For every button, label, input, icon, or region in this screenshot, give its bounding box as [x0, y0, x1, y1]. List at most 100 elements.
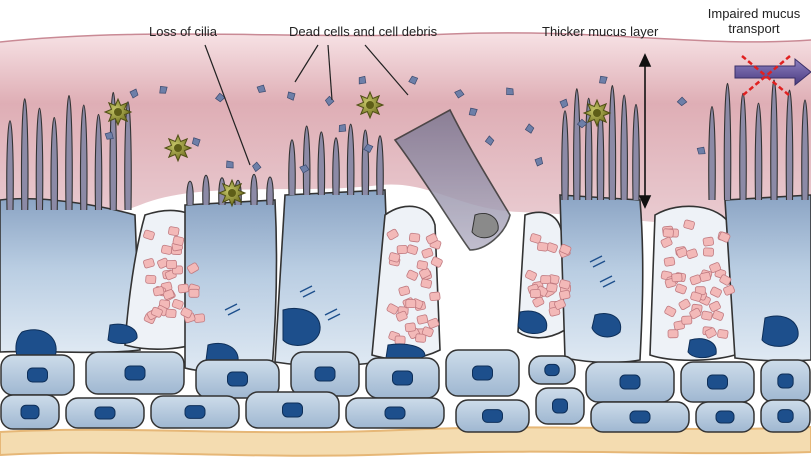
cilium: [362, 130, 369, 195]
basal-nucleus: [228, 372, 248, 386]
granule: [395, 336, 405, 344]
granule: [168, 226, 179, 236]
cilium: [347, 124, 354, 195]
granule: [417, 260, 428, 270]
spiky-particle-icon: [219, 180, 245, 206]
spiky-particle-icon: [105, 99, 131, 125]
basal-nucleus: [95, 407, 115, 419]
cilium: [267, 177, 274, 205]
granule: [663, 229, 674, 238]
granule: [409, 233, 420, 242]
ciliated-cell: [560, 195, 643, 363]
cilium: [724, 83, 731, 200]
granule: [173, 236, 185, 246]
granule: [546, 283, 557, 293]
granule: [668, 330, 678, 338]
spiky-particle-icon: [165, 135, 191, 161]
basal-nucleus: [778, 374, 793, 388]
granule: [405, 323, 416, 332]
granule: [421, 279, 433, 289]
cilium: [203, 175, 210, 205]
basal-nucleus: [315, 367, 335, 381]
cilium: [609, 86, 616, 200]
basal-nucleus: [28, 368, 48, 382]
granule: [703, 248, 713, 257]
granule: [166, 260, 176, 269]
basal-nucleus: [21, 405, 39, 419]
granule: [178, 284, 189, 293]
granule: [161, 245, 172, 255]
cilium: [95, 114, 102, 210]
basal-nucleus: [620, 375, 640, 389]
cilium: [21, 99, 28, 210]
granule: [664, 257, 675, 267]
cilium: [574, 89, 581, 200]
cilium: [802, 100, 809, 200]
basal-nucleus: [545, 364, 559, 375]
dead-cells-label: Dead cells and cell debris: [289, 24, 437, 39]
basement-membrane: [0, 427, 811, 456]
cilium: [7, 121, 14, 210]
cilium: [633, 104, 640, 200]
basal-nucleus: [708, 375, 728, 389]
cilium: [80, 105, 87, 210]
impaired-transport-line1: Impaired mucus: [700, 6, 808, 21]
granule: [703, 237, 714, 246]
basal-cells: [1, 350, 810, 432]
granule: [530, 289, 540, 298]
granule: [397, 245, 407, 254]
granule: [166, 309, 177, 318]
cilium: [51, 118, 58, 210]
cilium: [36, 108, 43, 210]
cilium: [621, 95, 628, 200]
thicker-mucus-label: Thicker mucus layer: [542, 24, 658, 39]
basal-nucleus: [716, 411, 734, 423]
basal-nucleus: [630, 411, 650, 423]
spiky-particle-icon: [584, 100, 610, 126]
granule: [417, 314, 429, 324]
basal-nucleus: [185, 406, 205, 419]
granule: [672, 273, 683, 282]
basal-nucleus: [283, 403, 303, 417]
granule: [189, 289, 199, 297]
nucleus: [592, 314, 621, 337]
basal-nucleus: [385, 407, 405, 419]
granule: [701, 311, 712, 321]
cilium: [318, 132, 325, 195]
cilium: [771, 80, 778, 200]
granule: [194, 314, 205, 323]
cilium: [66, 96, 73, 210]
cilium: [740, 93, 747, 200]
basal-nucleus: [393, 371, 413, 385]
granule: [145, 275, 156, 284]
basal-nucleus: [553, 399, 568, 413]
granule: [153, 286, 165, 296]
cilium: [333, 138, 340, 195]
cilium: [303, 126, 310, 195]
cilium: [377, 136, 384, 195]
spiky-particle-icon: [357, 92, 383, 118]
cilium: [755, 103, 762, 200]
basal-nucleus: [778, 410, 793, 423]
loss-of-cilia-label: Loss of cilia: [149, 24, 217, 39]
granule: [429, 292, 440, 301]
cilium: [562, 111, 569, 200]
granule: [559, 290, 570, 300]
granule: [682, 316, 692, 325]
granule: [717, 329, 728, 338]
basal-nucleus: [483, 410, 503, 423]
cilium: [289, 140, 296, 195]
granule: [541, 275, 551, 283]
granule: [537, 242, 548, 251]
granule: [406, 300, 416, 308]
cilium: [786, 90, 793, 200]
basal-nucleus: [125, 366, 145, 380]
cilium: [187, 181, 194, 205]
impaired-transport-line2: transport: [700, 21, 808, 36]
cilium: [251, 174, 258, 205]
basal-nucleus: [473, 366, 493, 380]
granule: [699, 272, 711, 282]
impaired-transport-label: Impaired mucus transport: [700, 6, 808, 36]
